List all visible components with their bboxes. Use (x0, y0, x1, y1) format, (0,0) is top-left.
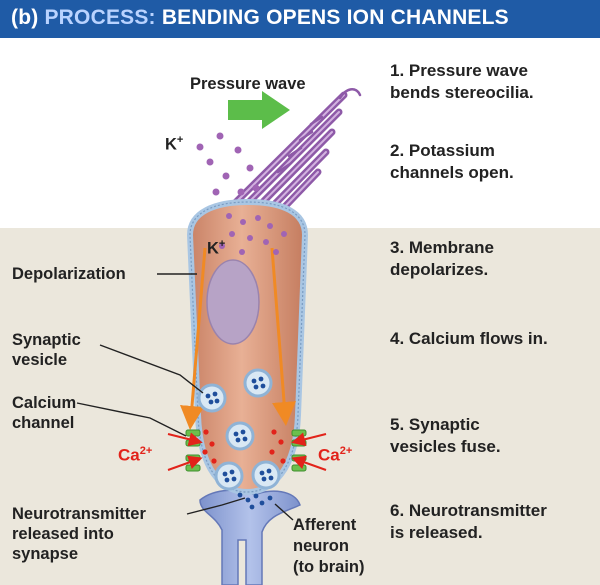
neurotransmitter-label-line2: released into (12, 525, 114, 543)
current-arrows (180, 247, 297, 430)
step-5: 5. Synaptic vesicles fuse. (390, 414, 501, 458)
synaptic-vesicle-label-line1: Synaptic (12, 331, 81, 349)
afferent-neuron-label-line2: neuron (293, 537, 349, 555)
nucleus (206, 259, 260, 345)
neurotransmitter-molecules (237, 492, 273, 510)
potassium-ions (196, 132, 287, 255)
step-3-line1: 3. Membrane (390, 238, 494, 257)
synaptic-vesicles (197, 368, 281, 491)
calcium-channel-label-line2: channel (12, 414, 75, 432)
title-process: PROCESS: (44, 6, 156, 29)
step-1: 1. Pressure wave bends stereocilia. (390, 60, 534, 104)
step-6: 6. Neurotransmitter is released. (390, 500, 547, 544)
afferent-neuron-label-line3: (to brain) (293, 558, 365, 576)
step-6-line1: 6. Neurotransmitter (390, 501, 547, 520)
title-bar: (b) PROCESS: BENDING OPENS ION CHANNELS (0, 0, 600, 38)
vesicle (251, 460, 281, 490)
step-3-line2: depolarizes. (390, 260, 489, 279)
pressure-wave-label: Pressure wave (190, 75, 306, 93)
pressure-wave-arrow (228, 91, 290, 129)
synaptic-vesicle-label-line2: vesicle (12, 351, 68, 369)
neurotransmitter-label-line1: Neurotransmitter (12, 505, 146, 523)
title-rest: BENDING OPENS ION CHANNELS (161, 6, 509, 29)
step-2-line2: channels open. (390, 163, 514, 182)
potassium-label-inner: K+ (207, 238, 226, 258)
calcium-ions (202, 429, 286, 464)
neurotransmitter-label-line3: synapse (12, 545, 79, 563)
vesicle (225, 421, 255, 451)
calcium-influx-arrows (167, 432, 327, 471)
step-5-line1: 5. Synaptic (390, 415, 480, 434)
title-tag: (b) (11, 6, 39, 29)
step-2: 2. Potassium channels open. (390, 140, 514, 184)
depolarization-label: Depolarization (12, 265, 126, 283)
step-3: 3. Membrane depolarizes. (390, 237, 494, 281)
leader-lines (76, 273, 294, 521)
step-1-line2: bends stereocilia. (390, 83, 534, 102)
potassium-label-top: K+ (165, 134, 184, 154)
afferent-neuron-label-line1: Afferent (293, 516, 357, 534)
vesicle (243, 368, 273, 398)
figure-title: (b) PROCESS: BENDING OPENS ION CHANNELS (11, 6, 509, 30)
calcium-channel-label-line1: Calcium (12, 394, 77, 412)
vesicle (214, 461, 244, 491)
step-6-line2: is released. (390, 523, 483, 542)
step-4-line1: 4. Calcium flows in. (390, 329, 548, 348)
step-4: 4. Calcium flows in. (390, 328, 548, 350)
calcium-ion-label-left: Ca2+ (118, 445, 153, 465)
step-1-line1: 1. Pressure wave (390, 61, 528, 80)
afferent-neuron (199, 489, 301, 585)
vesicle (197, 383, 227, 413)
calcium-ion-label-right: Ca2+ (318, 445, 353, 465)
step-5-line2: vesicles fuse. (390, 437, 501, 456)
step-2-line1: 2. Potassium (390, 141, 495, 160)
